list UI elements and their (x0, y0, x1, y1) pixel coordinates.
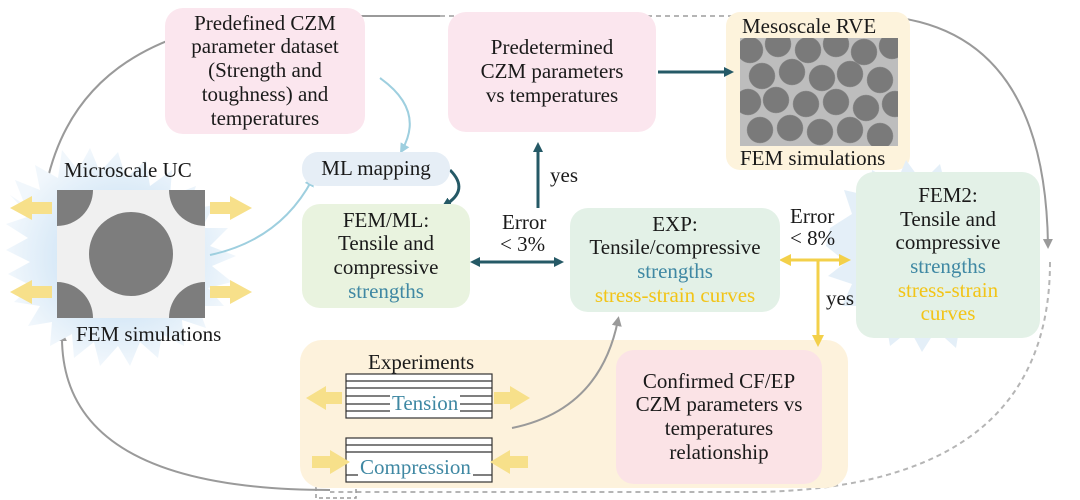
confirmed-line: CZM parameters vs (635, 392, 803, 417)
tension-label: Tension (390, 391, 461, 416)
confirmed-box: Confirmed CF/EP CZM parameters vs temper… (616, 350, 822, 484)
dataset-line: toughness) and (201, 81, 329, 106)
fem2-box: FEM2: Tensile and compressive strengths … (856, 172, 1040, 338)
ml-mapping-pill: ML mapping (302, 152, 450, 186)
exp-curves: stress-strain curves (594, 282, 756, 307)
confirmed-line: Confirmed CF/EP (642, 368, 796, 393)
experiments-title: Experiments (368, 350, 475, 374)
error-left-line2: < 3% (500, 232, 546, 256)
dataset-line: (Strength and (208, 58, 322, 83)
fem-ml-line: FEM/ML: (342, 207, 430, 232)
confirmed-line: relationship (669, 439, 769, 464)
mesoscale-caption: FEM simulations (740, 146, 886, 170)
dataset-line: Predefined CZM (194, 10, 336, 35)
fem2-line: Tensile and (900, 206, 996, 231)
ml-mapping-label: ML mapping (321, 156, 431, 181)
mesoscale-title: Mesoscale RVE (742, 14, 877, 38)
arrow-ml-to-femml (441, 168, 461, 208)
yes-lower-label: yes (826, 286, 854, 310)
microscale-title: Microscale UC (64, 158, 192, 182)
dataset-line: parameter dataset (191, 34, 339, 59)
predetermined-line: vs temperatures (485, 82, 619, 107)
exp-box: EXP: Tensile/compressive strengths stres… (570, 208, 780, 312)
microscale-caption: FEM simulations (76, 322, 222, 346)
dataset-box: Predefined CZM parameter dataset (Streng… (165, 8, 365, 134)
fem-ml-line: compressive (333, 255, 439, 279)
error-right-line2: < 8% (790, 226, 836, 250)
microscale-load-arrows (10, 196, 252, 304)
error-left-line1: Error (502, 210, 547, 234)
exp-strengths: strengths (637, 259, 713, 283)
arrow-experiments-to-exp (511, 316, 622, 429)
predetermined-line: CZM parameters (480, 59, 624, 84)
arrow-dataset-to-ml (379, 77, 411, 154)
exp-line: EXP: (652, 211, 698, 236)
exp-line: Tensile/compressive (589, 235, 761, 260)
fem2-strengths: strengths (910, 254, 986, 278)
yes-upper-label: yes (550, 163, 578, 187)
arrow-uc-to-ml (209, 176, 314, 256)
loop-bottom-dashed (330, 261, 1051, 493)
fem-ml-line: Tensile and (338, 231, 434, 256)
loop-arrow-top-right (899, 17, 1053, 249)
fem2-line: compressive (895, 230, 1001, 255)
fem2-curves-line: stress-strain (897, 277, 999, 302)
compression-label: Compression (358, 455, 473, 480)
microscale-unit-cell-image (57, 190, 205, 318)
experiment-load-arrows (306, 386, 530, 474)
mesoscale-rve-image (740, 38, 898, 146)
error-right-line1: Error (790, 204, 835, 228)
dataset-line: temperatures (210, 105, 320, 130)
fem2-curves-line: curves (920, 301, 976, 326)
predetermined-box: Predetermined CZM parameters vs temperat… (448, 12, 656, 132)
confirmed-line: temperatures (664, 416, 774, 440)
loop-arrow-bottom-left (56, 331, 331, 491)
fem-ml-strengths: strengths (348, 278, 424, 303)
fem2-line: FEM2: (918, 182, 978, 207)
predetermined-line: Predetermined (490, 35, 614, 60)
fem-ml-box: FEM/ML: Tensile and compressive strength… (302, 204, 470, 308)
